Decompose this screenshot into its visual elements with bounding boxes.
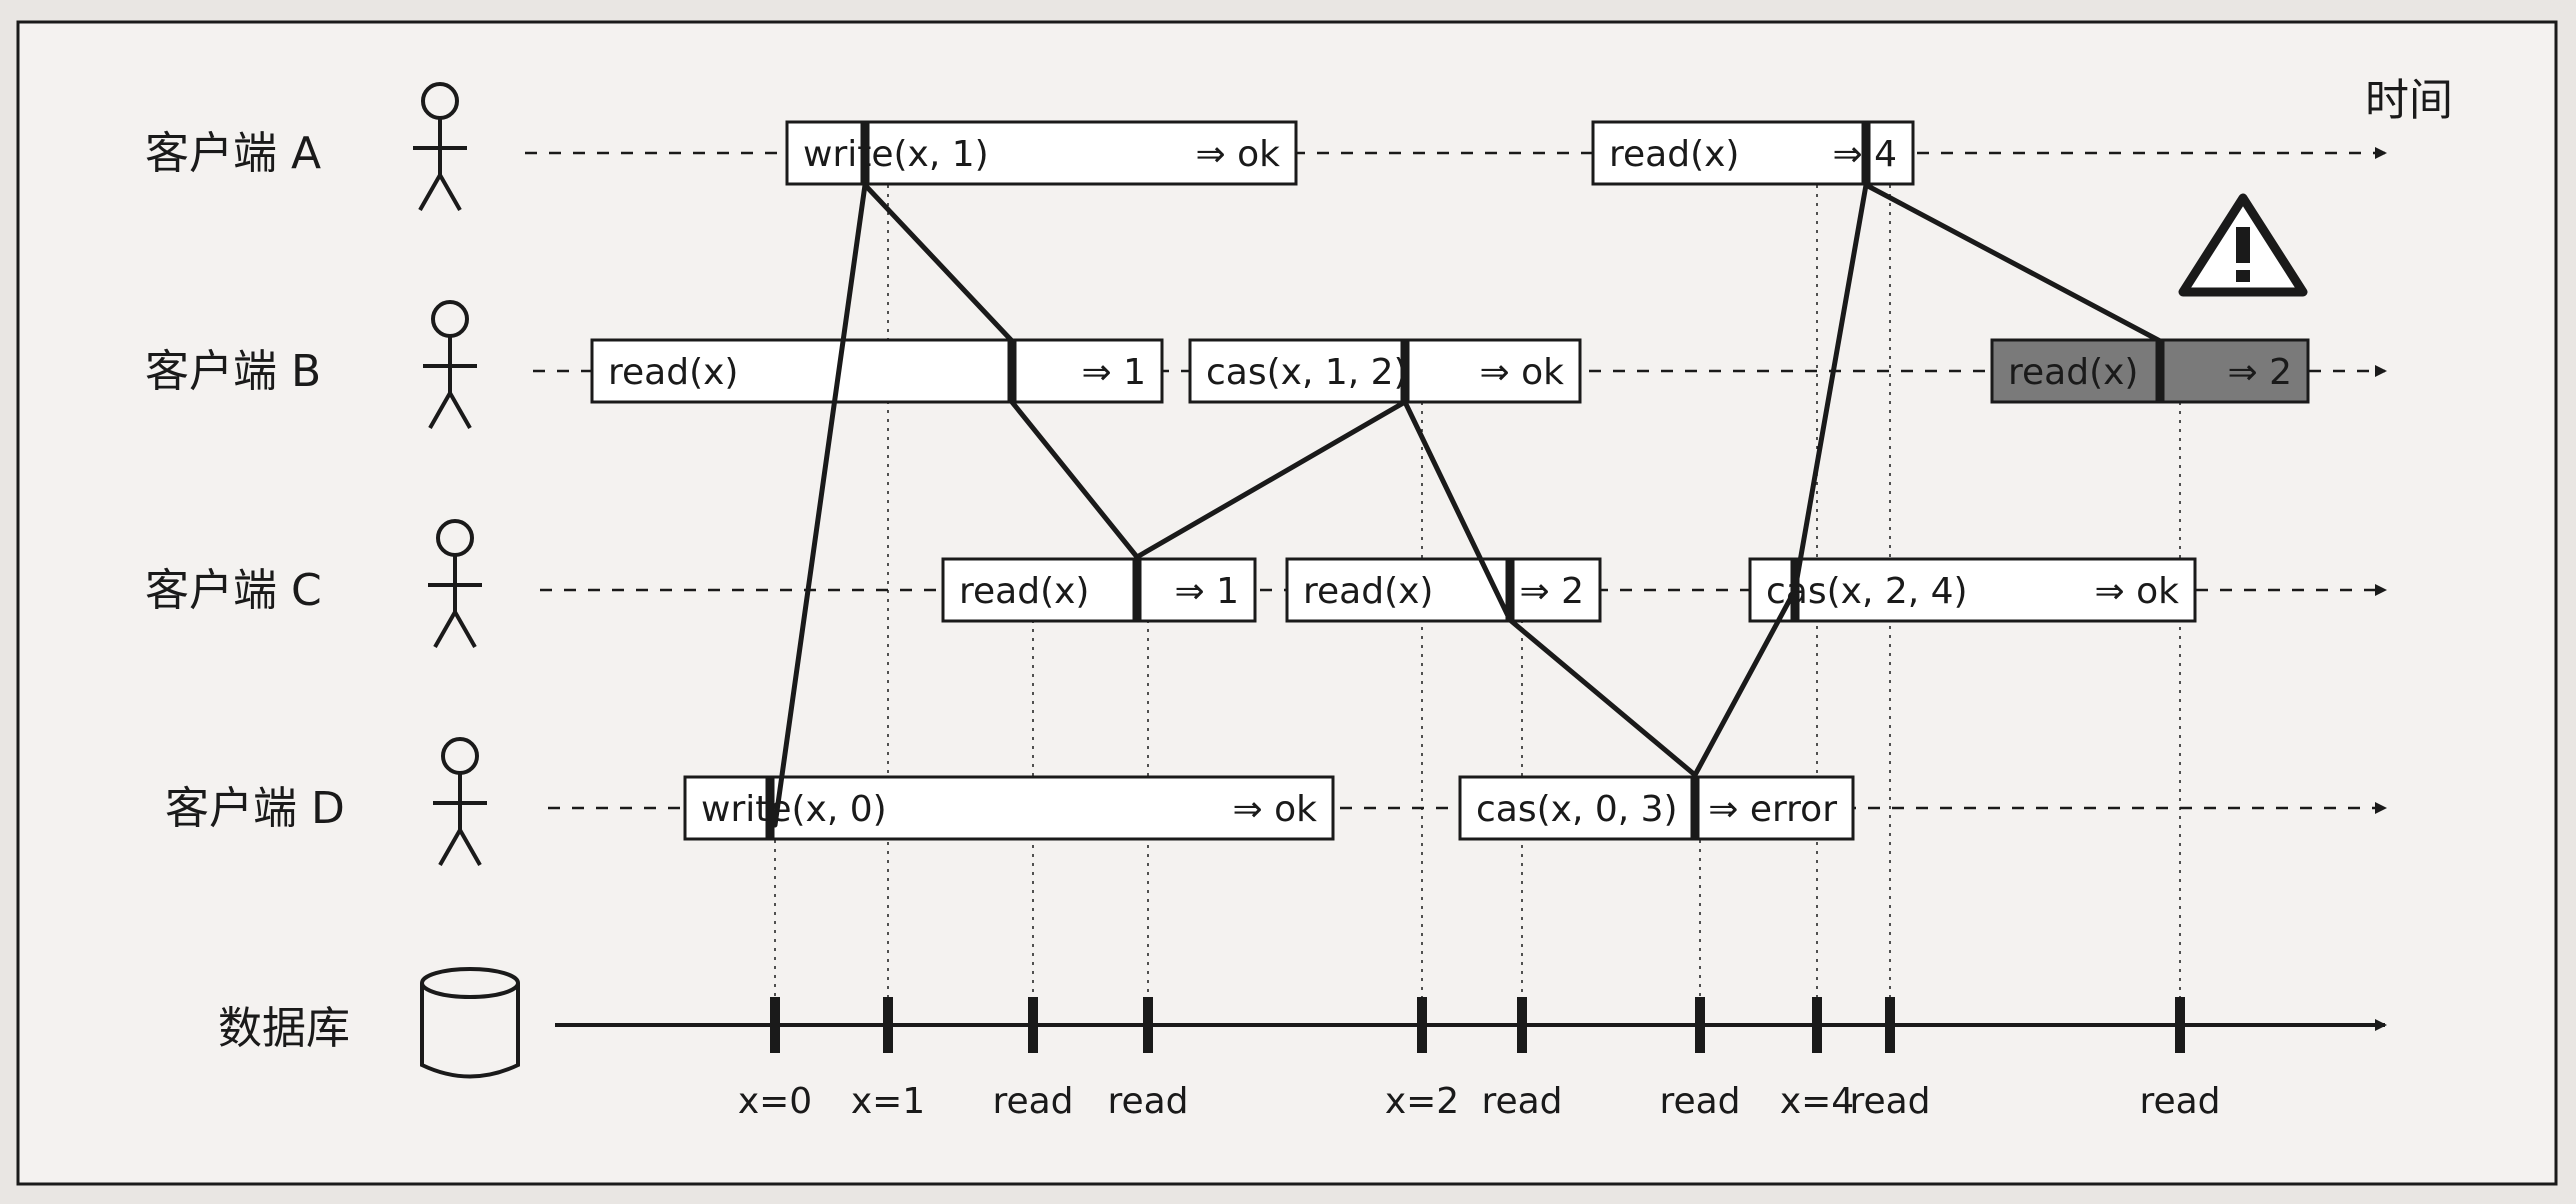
causality-line <box>772 182 868 828</box>
causality-line <box>1692 587 1798 778</box>
operation-box: write(x, 1) ⇒ ok <box>785 120 1298 186</box>
db-event-label: read <box>1107 1081 1188 1122</box>
db-event-label: read <box>1849 1081 1930 1122</box>
causality-line <box>1134 399 1408 560</box>
operation-request: read(x) <box>1303 571 1433 612</box>
person-icon <box>423 300 477 429</box>
operation-request: cas(x, 1, 2) <box>1206 352 1408 393</box>
operation-box: read(x) ⇒ 1 <box>590 338 1164 404</box>
time-label: 时间 <box>2365 75 2453 126</box>
operation-response: ⇒ ok <box>1480 352 1565 393</box>
db-event-label: x=2 <box>1385 1081 1459 1122</box>
causality-line <box>1009 399 1140 560</box>
causality-line <box>862 182 1015 344</box>
person-icon <box>428 519 482 648</box>
client-label-b: 客户端 B <box>145 346 321 397</box>
operation-request: read(x) <box>608 352 738 393</box>
causality-line <box>1863 182 2163 344</box>
db-event-label: x=1 <box>851 1081 925 1122</box>
operation-box: cas(x, 0, 3) ⇒ error <box>1458 775 1855 841</box>
operation-box: read(x) ⇒ 2 <box>1990 338 2310 404</box>
database-icon <box>420 967 520 1079</box>
operation-box: read(x) ⇒ 2 <box>1285 557 1602 623</box>
database-label: 数据库 <box>218 1003 350 1054</box>
operation-response: ⇒ ok <box>1196 134 1281 175</box>
client-labels: 客户端 A 客户端 B 客户端 C 客户端 D <box>145 82 487 866</box>
operation-box: read(x) ⇒ 4 <box>1591 120 1915 186</box>
operation-response: ⇒ 1 <box>1174 571 1239 612</box>
person-icon <box>413 82 467 211</box>
db-event-label: read <box>2139 1081 2220 1122</box>
operation-response: ⇒ 2 <box>2227 352 2292 393</box>
operation-response: ⇒ 2 <box>1519 571 1584 612</box>
db-event-label: read <box>1659 1081 1740 1122</box>
causality-line <box>1792 182 1869 593</box>
warning-icon <box>2178 193 2308 297</box>
operation-response: ⇒ 4 <box>1832 134 1897 175</box>
client-label-c: 客户端 C <box>145 565 322 616</box>
operation-box: read(x) ⇒ 1 <box>941 557 1257 623</box>
causality-line <box>1507 617 1698 778</box>
causality-line <box>1402 399 1513 623</box>
operation-response: ⇒ ok <box>2095 571 2180 612</box>
operation-box: cas(x, 1, 2) ⇒ ok <box>1188 338 1582 404</box>
operation-response: ⇒ 1 <box>1081 352 1146 393</box>
db-event-label: read <box>992 1081 1073 1122</box>
causality-lines <box>772 182 2163 828</box>
operation-request: write(x, 0) <box>701 789 887 830</box>
client-label-a: 客户端 A <box>145 128 321 179</box>
operation-response: ⇒ ok <box>1233 789 1318 830</box>
db-event-label: read <box>1481 1081 1562 1122</box>
operation-request: write(x, 1) <box>803 134 989 175</box>
operation-request: read(x) <box>2008 352 2138 393</box>
db-event-label: x=4 <box>1780 1081 1854 1122</box>
operation-box: cas(x, 2, 4)⇒ ok <box>1748 557 2197 623</box>
operation-box: write(x, 0) ⇒ ok <box>683 775 1335 841</box>
operation-request: cas(x, 0, 3) <box>1476 789 1678 830</box>
operation-request: read(x) <box>1609 134 1739 175</box>
person-icon <box>433 737 487 866</box>
client-label-d: 客户端 D <box>165 783 345 834</box>
operation-request: read(x) <box>959 571 1089 612</box>
operation-response: ⇒ error <box>1708 789 1837 830</box>
operation-boxes: write(x, 1) ⇒ ok read(x) ⇒ 4 read(x) ⇒ 1 cas(x… <box>590 120 2310 841</box>
db-event-label: x=0 <box>738 1081 812 1122</box>
